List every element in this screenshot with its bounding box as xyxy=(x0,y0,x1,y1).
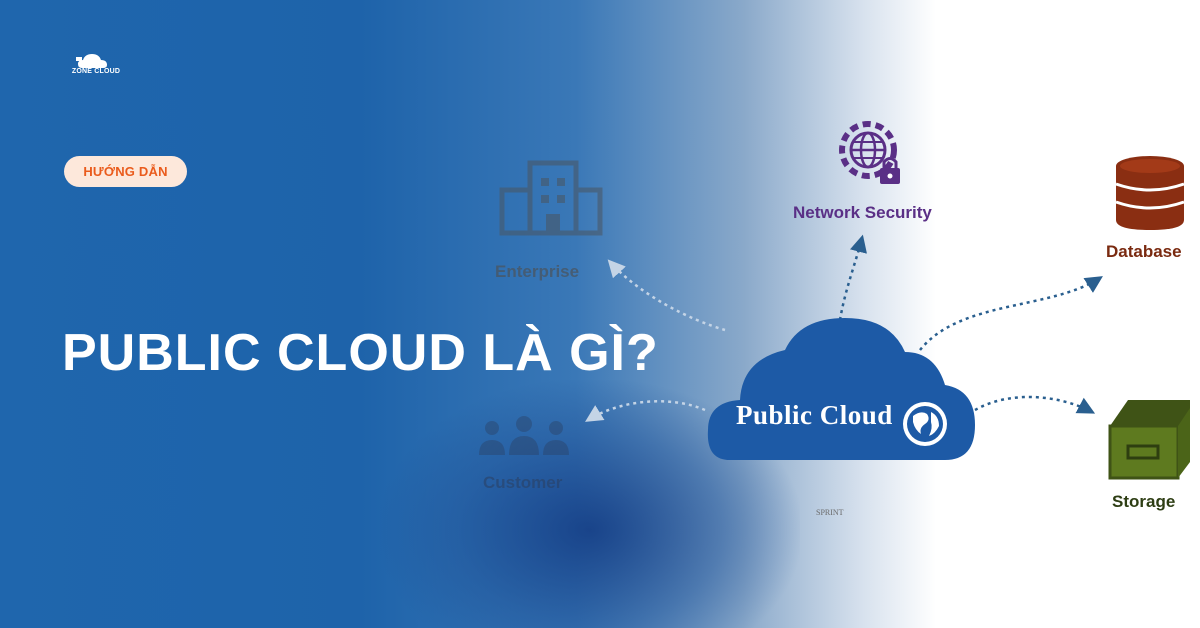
globe-icon xyxy=(903,402,947,446)
zone-cloud-logo xyxy=(76,54,107,68)
storage-label: Storage xyxy=(1112,492,1176,511)
public-cloud-label: Public Cloud xyxy=(736,400,893,430)
building-icon xyxy=(499,160,603,236)
enterprise-label: Enterprise xyxy=(495,262,580,281)
arrow-to-database xyxy=(919,276,1103,351)
watermark: SPRINT xyxy=(816,508,844,517)
gear-lock-icon xyxy=(839,121,900,184)
arrow-to-customer xyxy=(585,400,706,422)
network-security-label: Network Security xyxy=(793,203,932,222)
category-badge[interactable]: HƯỚNG DẪN xyxy=(64,156,187,187)
logo-text: ZONE CLOUD xyxy=(71,68,121,75)
storage-box-icon xyxy=(1108,400,1190,480)
database-icon xyxy=(1115,156,1185,230)
page-title: PUBLIC CLOUD LÀ GÌ? xyxy=(62,324,659,382)
customer-label: Customer xyxy=(483,473,563,492)
database-label: Database xyxy=(1106,242,1182,261)
people-icon xyxy=(479,416,569,455)
arrow-to-enterprise xyxy=(607,259,726,332)
arrow-to-storage xyxy=(974,395,1096,414)
arrow-to-network-security xyxy=(838,234,867,321)
